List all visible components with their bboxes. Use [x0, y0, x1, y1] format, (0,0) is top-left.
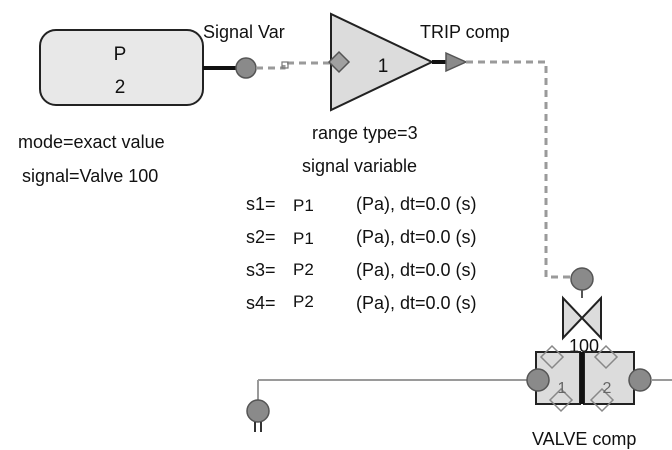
signal-var-label: Signal Var	[203, 22, 285, 42]
trip-row-unit: (Pa), dt=0.0 (s)	[356, 293, 477, 313]
trip-row-1: s1= P1 (Pa), dt=0.0 (s)	[246, 194, 477, 215]
trip-row-var: P1	[293, 196, 314, 215]
valve-icon-right[interactable]	[580, 295, 602, 341]
valve-outlet-port[interactable]	[628, 368, 652, 392]
trip-row-3: s3= P2 (Pa), dt=0.0 (s)	[246, 260, 477, 280]
trip-row-4: s4= P2 (Pa), dt=0.0 (s)	[246, 292, 477, 313]
trip-input-port-diamond[interactable]	[327, 50, 351, 74]
signal-link-junction	[281, 61, 289, 69]
signal-mode-text: mode=exact value	[18, 132, 165, 152]
trip-signal-variable: signal variable	[302, 156, 417, 176]
trip-to-valve-link	[466, 60, 572, 279]
valve-label: VALVE comp	[532, 429, 636, 449]
trip-row-var: P2	[293, 292, 314, 311]
trip-number: 1	[378, 56, 389, 77]
valve-inlet-port[interactable]	[526, 368, 550, 392]
trip-output-arrow[interactable]	[445, 51, 468, 73]
valve-icon-left[interactable]	[562, 295, 584, 341]
trip-row-key: s4=	[246, 293, 276, 313]
trip-row-var: P2	[293, 260, 314, 279]
trip-row-key: s2=	[246, 227, 276, 247]
pipe-port[interactable]	[246, 399, 270, 423]
trip-row-key: s3=	[246, 260, 276, 280]
trip-row-key: s1=	[246, 194, 276, 214]
valve-trip-port[interactable]	[570, 267, 594, 291]
valve-junction-diamond-1b[interactable]	[548, 387, 574, 413]
trip-range-type: range type=3	[312, 123, 418, 143]
valve-junction-diamond-2b[interactable]	[589, 387, 615, 413]
trip-row-unit: (Pa), dt=0.0 (s)	[356, 194, 477, 214]
valve-port2-number: 2	[603, 380, 612, 397]
trip-label: TRIP comp	[420, 22, 510, 42]
signal-to-trip-link	[256, 61, 334, 70]
signal-block-name: P	[114, 44, 127, 65]
valve-junction-diamond-1a[interactable]	[539, 344, 565, 370]
signal-block-number: 2	[115, 77, 126, 98]
trip-row-var: P1	[293, 229, 314, 248]
trip-row-unit: (Pa), dt=0.0 (s)	[356, 260, 477, 280]
trip-row-unit: (Pa), dt=0.0 (s)	[356, 227, 477, 247]
valve-port1-number: 1	[558, 380, 567, 397]
valve-junction-diamond-2a[interactable]	[593, 344, 619, 370]
signal-var-port[interactable]	[235, 57, 257, 79]
trip-row-2: s2= P1 (Pa), dt=0.0 (s)	[246, 227, 477, 248]
signal-source-text: signal=Valve 100	[22, 166, 158, 186]
